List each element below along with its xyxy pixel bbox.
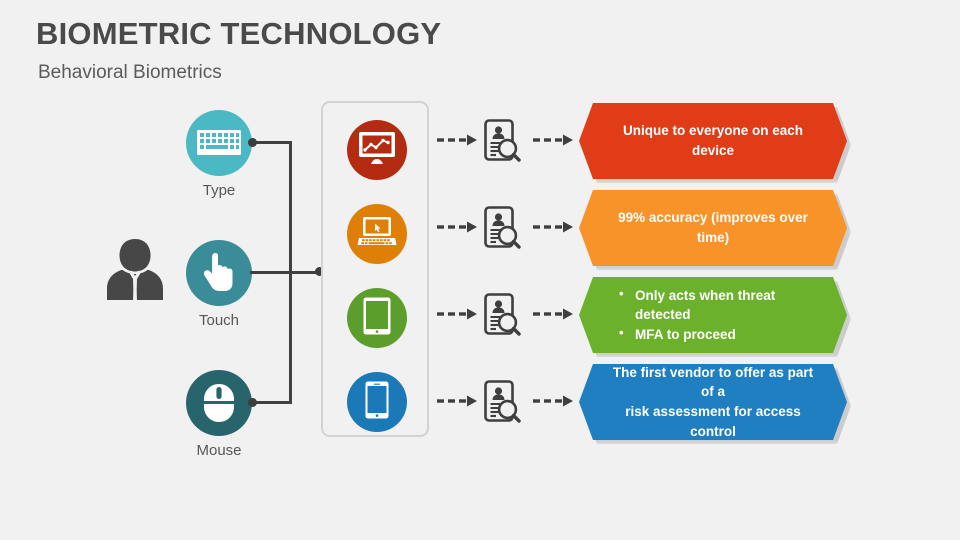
callout-box-2[interactable]: 99% accuracy (improves over time) bbox=[579, 190, 847, 266]
callout-text: Only acts when threat detected MFA to pr… bbox=[579, 286, 847, 345]
callout-text: Unique to everyone on each device bbox=[579, 121, 847, 160]
page-title: Biometric Technology bbox=[36, 16, 442, 51]
callout-line: risk assessment for access control bbox=[625, 404, 801, 439]
profile-document-magnifier-icon bbox=[481, 292, 521, 336]
callout-line: The first vendor to offer as part of a bbox=[612, 364, 814, 400]
source-type[interactable]: Type bbox=[186, 110, 252, 199]
callout-bullet: MFA to proceed bbox=[619, 325, 821, 345]
dashed-arrow-right-icon bbox=[532, 394, 574, 408]
dashed-arrow-right-icon bbox=[532, 220, 574, 234]
device-laptop[interactable] bbox=[347, 204, 407, 264]
callout-text: 99% accuracy (improves over time) bbox=[579, 208, 847, 247]
keyboard-icon bbox=[186, 110, 252, 176]
device-smartphone[interactable] bbox=[347, 372, 407, 432]
device-panel bbox=[321, 101, 429, 437]
dashed-arrow-right-icon bbox=[436, 307, 478, 321]
desktop-monitor-chart-icon bbox=[358, 131, 396, 170]
callout-box-4[interactable]: The first vendor to offer as part of a r… bbox=[579, 364, 847, 440]
dashed-arrow-right-icon bbox=[436, 220, 478, 234]
callout-bullet: Only acts when threat detected bbox=[619, 286, 821, 325]
dashed-arrow-right-icon bbox=[436, 394, 478, 408]
profile-document-magnifier-icon bbox=[481, 379, 521, 423]
callout-line: 99% accuracy (improves over time) bbox=[618, 210, 808, 245]
callout-line: Unique to everyone on each device bbox=[622, 123, 804, 158]
source-touch[interactable]: Touch bbox=[186, 240, 252, 329]
pointing-hand-icon bbox=[186, 240, 252, 306]
device-desktop[interactable] bbox=[347, 120, 407, 180]
laptop-cursor-icon bbox=[357, 216, 397, 253]
dashed-arrow-right-icon bbox=[532, 133, 574, 147]
profile-document-magnifier-icon bbox=[481, 205, 521, 249]
person-user-icon bbox=[104, 236, 166, 302]
smartphone-icon bbox=[365, 381, 389, 424]
dashed-arrow-right-icon bbox=[532, 307, 574, 321]
callout-text: The first vendor to offer as part of a r… bbox=[579, 363, 847, 441]
source-mouse[interactable]: Mouse bbox=[186, 370, 252, 459]
callout-box-3[interactable]: Only acts when threat detected MFA to pr… bbox=[579, 277, 847, 353]
source-label: Touch bbox=[198, 312, 240, 329]
device-tablet[interactable] bbox=[347, 288, 407, 348]
computer-mouse-icon bbox=[186, 370, 252, 436]
profile-document-magnifier-icon bbox=[481, 118, 521, 162]
source-label: Mouse bbox=[196, 442, 242, 459]
source-label: Type bbox=[202, 182, 236, 199]
page-subtitle: Behavioral Biometrics bbox=[38, 62, 222, 83]
callout-box-1[interactable]: Unique to everyone on each device bbox=[579, 103, 847, 179]
callout-bullet-list: Only acts when threat detected MFA to pr… bbox=[605, 286, 821, 345]
dashed-arrow-right-icon bbox=[436, 133, 478, 147]
tablet-icon bbox=[363, 297, 391, 340]
